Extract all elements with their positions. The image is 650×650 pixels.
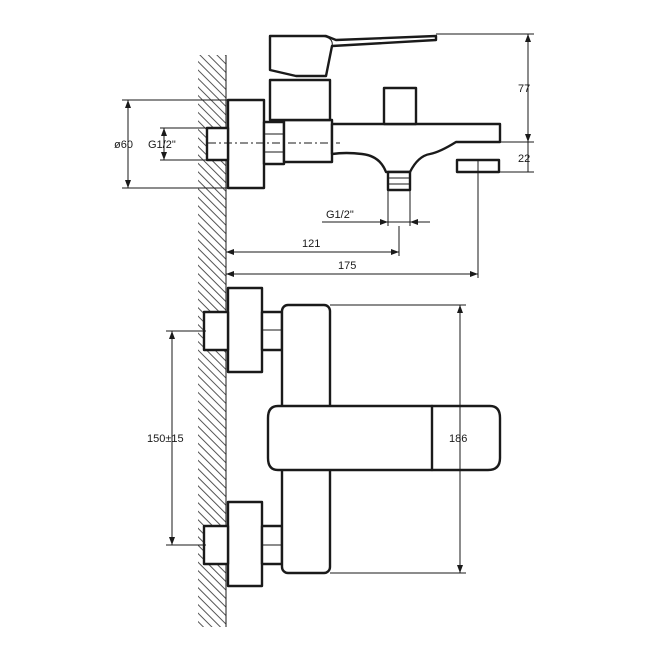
wall-flange [226,98,266,190]
upper-inlet-nut [202,310,230,352]
dimensions: 77 22 ø60 G1/2" G1/2" 121 [114,33,534,574]
upper-connector [260,310,284,352]
lower-inlet-nut [202,524,230,566]
dim-inlet-spacing: 150±15 [147,433,184,445]
dim-spout-length: 175 [338,260,356,272]
dim-outlet-distance: 121 [302,238,320,250]
outlet-thread [386,170,412,192]
lower-flange [226,500,264,588]
inlet-nut [205,126,230,162]
mixer-body [282,118,334,164]
dim-outlet-thread: G1/2" [326,209,354,221]
dim-flange-diameter: ø60 [114,139,133,151]
dim-spout-offset: 22 [518,153,530,165]
dim-spout-height: 77 [518,83,530,95]
upper-flange [226,286,264,374]
lever-handle [268,34,438,78]
dim-inlet-thread: G1/2" [148,139,176,151]
side-view [205,34,502,192]
cartridge-housing [268,78,332,122]
front-view [202,286,502,588]
dim-body-height: 186 [449,433,467,445]
diverter-knob [382,86,418,126]
front-lever [266,404,502,472]
